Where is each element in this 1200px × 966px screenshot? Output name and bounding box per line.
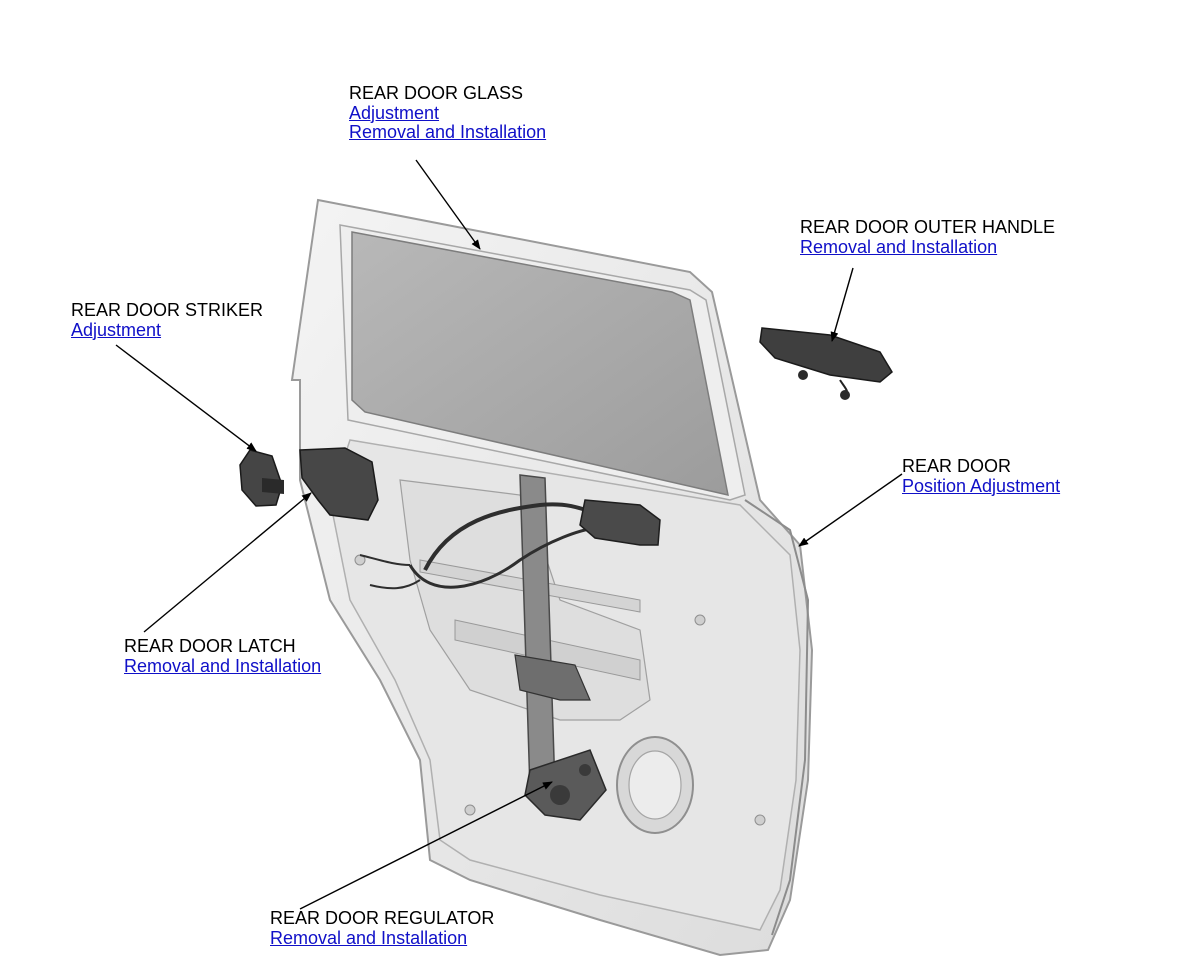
callout-title: REAR DOOR REGULATOR xyxy=(270,908,495,928)
callout-rear-door-striker: REAR DOOR STRIKER Adjustment xyxy=(71,300,264,340)
removal-installation-link[interactable]: Removal and Installation xyxy=(124,655,322,676)
callout-rear-door-glass: REAR DOOR GLASS Adjustment Removal and I… xyxy=(349,83,547,143)
leader-lines xyxy=(115,159,903,910)
rear-door-striker xyxy=(239,449,284,507)
leader-striker xyxy=(115,344,257,452)
rear-door-inner-handle xyxy=(579,499,661,546)
callout-rear-door-outer-handle: REAR DOOR OUTER HANDLE Removal and Insta… xyxy=(800,217,1056,257)
position-adjustment-link[interactable]: Position Adjustment xyxy=(902,475,1061,496)
removal-installation-link[interactable]: Removal and Installation xyxy=(800,236,998,257)
removal-installation-link[interactable]: Removal and Installation xyxy=(270,927,468,948)
callout-rear-door-latch: REAR DOOR LATCH Removal and Installation xyxy=(124,636,322,676)
leader-door xyxy=(798,473,903,547)
callout-title: REAR DOOR STRIKER xyxy=(71,300,264,320)
leader-glass xyxy=(415,159,481,250)
callout-title: REAR DOOR OUTER HANDLE xyxy=(800,217,1056,237)
leader-outer-handle xyxy=(830,267,854,342)
callout-rear-door-regulator: REAR DOOR REGULATOR Removal and Installa… xyxy=(270,908,495,948)
removal-installation-link[interactable]: Removal and Installation xyxy=(349,122,547,142)
rear-door-glass xyxy=(351,231,729,496)
rear-door-latch xyxy=(299,447,379,521)
callout-title: REAR DOOR LATCH xyxy=(124,636,296,656)
callout-rear-door: REAR DOOR Position Adjustment xyxy=(902,456,1061,496)
adjustment-link[interactable]: Adjustment xyxy=(349,102,440,123)
door-cables xyxy=(359,502,601,590)
rear-door-outer-handle xyxy=(759,327,893,400)
leader-regulator xyxy=(299,781,553,910)
callout-title: REAR DOOR xyxy=(902,456,1012,476)
adjustment-link[interactable]: Adjustment xyxy=(71,319,162,340)
callout-title: REAR DOOR GLASS xyxy=(349,83,524,103)
leader-latch xyxy=(143,492,312,633)
